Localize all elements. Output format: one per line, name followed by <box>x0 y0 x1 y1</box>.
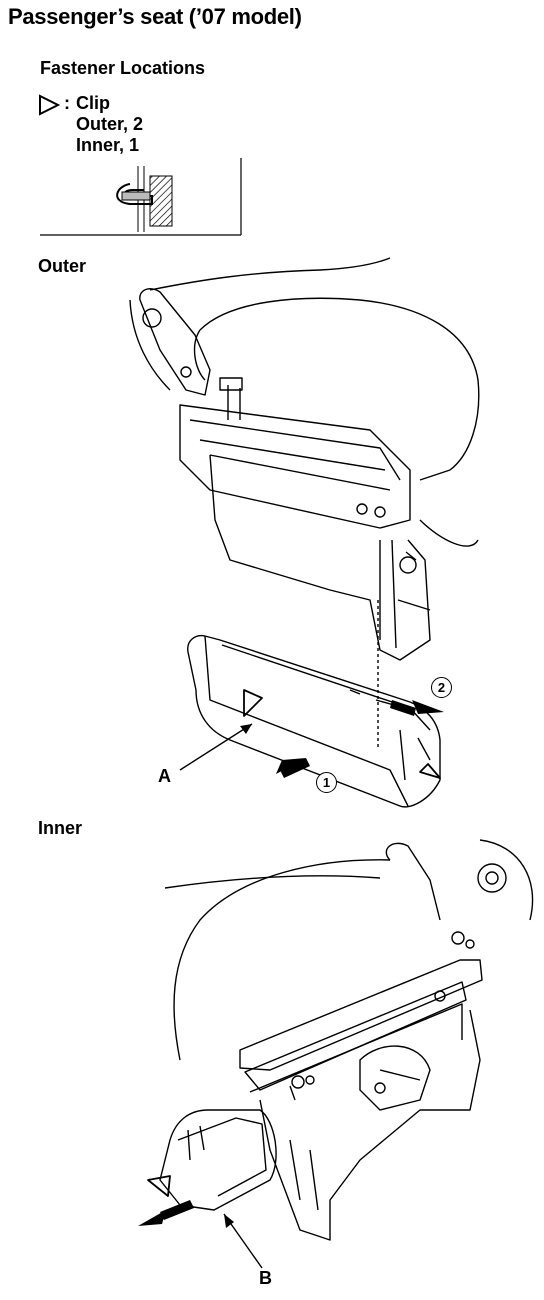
legend-inner-count: Inner, 1 <box>76 135 140 155</box>
legend-clip-label: Clip <box>76 93 110 113</box>
step-1-marker: 1 <box>316 772 337 793</box>
callout-a-label: A <box>158 766 171 786</box>
legend-outer-count: Outer, 2 <box>76 114 144 134</box>
inner-section-label: Inner <box>38 818 83 838</box>
fastener-locations-heading: Fastener Locations <box>40 58 206 78</box>
legend-colon: : <box>64 93 70 113</box>
step-2-marker: 2 <box>431 677 452 698</box>
legend-drawing <box>39 94 242 236</box>
triangle-outline-icon <box>39 94 61 116</box>
fastener-legend: : Clip Outer, 2 Inner, 1 <box>38 92 244 238</box>
outer-section-label: Outer <box>38 256 87 276</box>
callout-b-label: B <box>259 1268 272 1288</box>
clip-icon <box>116 166 173 232</box>
page-title: Passenger’s seat (’07 model) <box>8 4 302 29</box>
